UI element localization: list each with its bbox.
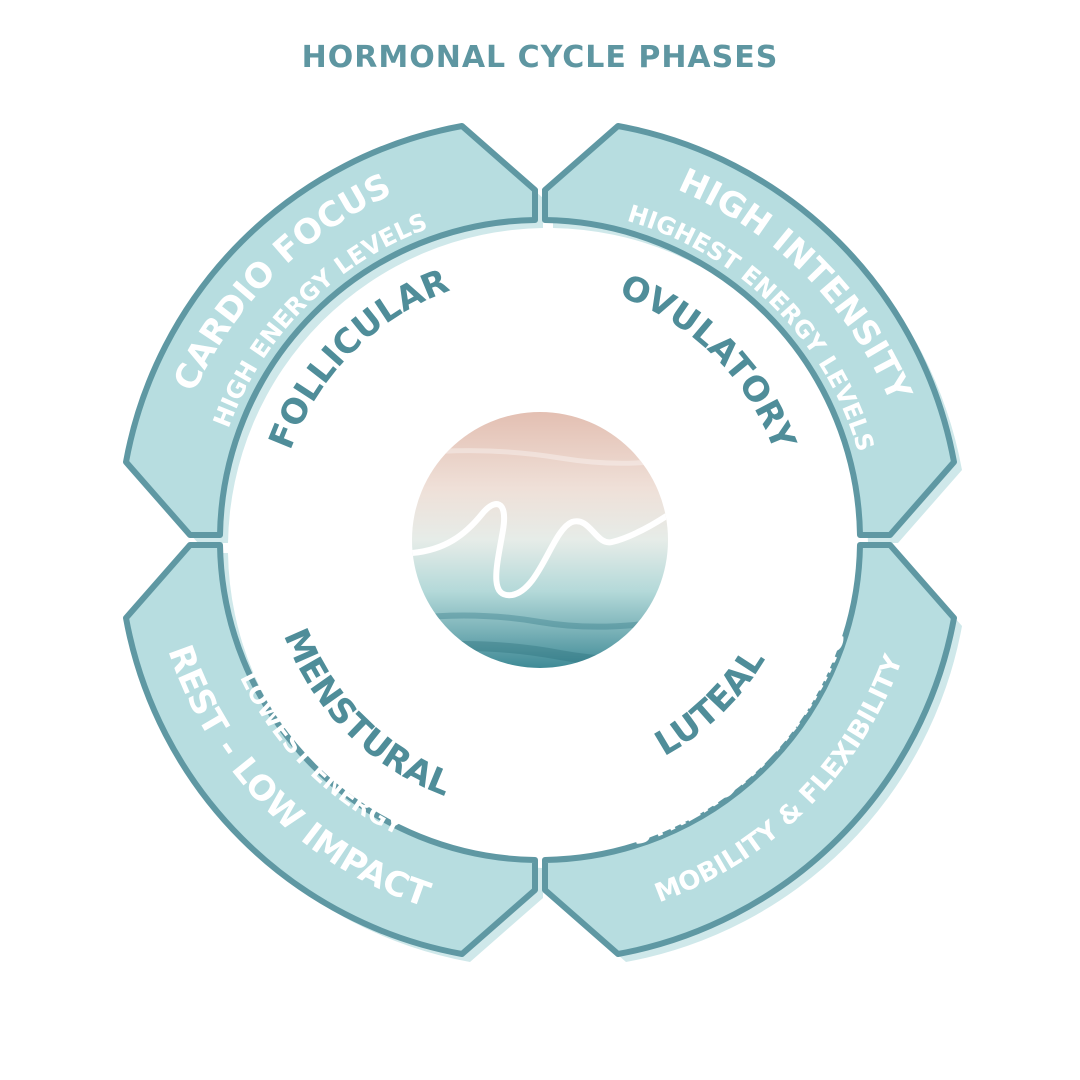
center-seascape-image [400, 412, 700, 668]
